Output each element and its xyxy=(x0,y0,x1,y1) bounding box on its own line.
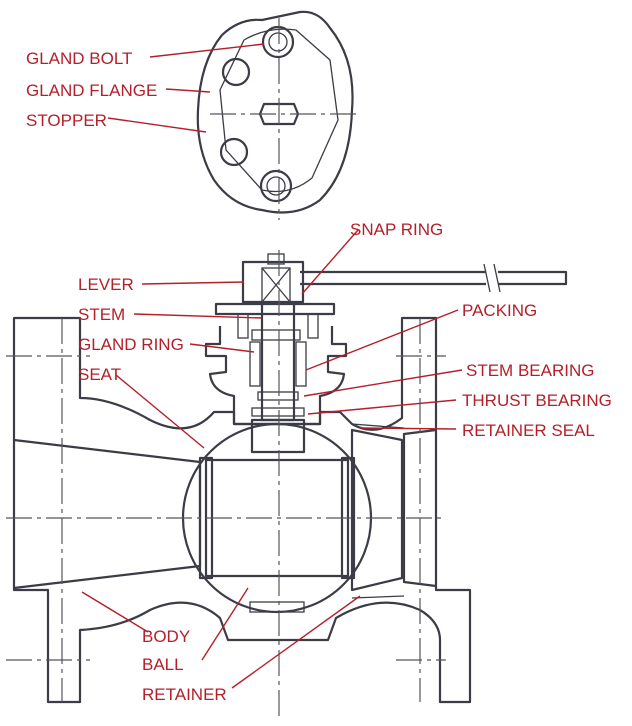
body-left-port xyxy=(13,438,202,590)
snap-ring-part xyxy=(267,253,285,265)
lever-handle xyxy=(300,270,568,286)
stem-square-cross xyxy=(261,267,291,303)
leader-snap-ring xyxy=(301,229,359,295)
leader-lever xyxy=(141,281,245,285)
label-stem: STEM xyxy=(78,305,125,324)
stopper-plate xyxy=(219,28,339,193)
leader-retainer xyxy=(231,595,361,689)
leader-stem xyxy=(133,313,263,319)
seat-left xyxy=(198,456,214,580)
label-retainer-seal: RETAINER SEAL xyxy=(462,421,595,440)
gland-bolt-right xyxy=(307,313,319,339)
label-ball: BALL xyxy=(142,655,184,674)
leader-retainer-seal xyxy=(359,427,457,430)
leader-gland-flange xyxy=(165,88,211,93)
retainer xyxy=(350,428,404,592)
leader-seat xyxy=(115,374,205,449)
leader-lines xyxy=(81,43,463,689)
gland-flange-side xyxy=(214,302,336,316)
stem-square xyxy=(261,267,291,303)
stem-bearing-part xyxy=(257,391,299,401)
label-gland-flange: GLAND FLANGE xyxy=(26,81,157,100)
label-stopper: STOPPER xyxy=(26,111,107,130)
leader-stopper xyxy=(107,117,207,133)
lever-break xyxy=(483,263,501,293)
section-view xyxy=(6,250,568,716)
flange-hole-left xyxy=(221,57,251,87)
label-gland-bolt: GLAND BOLT xyxy=(26,49,132,68)
label-lever: LEVER xyxy=(78,275,134,294)
label-stem-bearing: STEM BEARING xyxy=(466,361,594,380)
label-thrust-bearing: THRUST BEARING xyxy=(462,391,612,410)
seat-right xyxy=(340,456,356,580)
leader-gland-bolt xyxy=(149,43,265,58)
valve-body-outline xyxy=(12,316,472,704)
gland-bolt-top xyxy=(261,25,295,59)
retainer-seal-upper xyxy=(351,423,405,429)
top-view xyxy=(196,10,356,220)
label-seat: SEAT xyxy=(78,365,121,384)
leader-ball xyxy=(201,587,249,661)
gland-bolt-bottom xyxy=(259,169,293,203)
leader-packing xyxy=(305,309,459,371)
label-body: BODY xyxy=(142,627,190,646)
bonnet-neck xyxy=(204,326,348,426)
label-retainer: RETAINER xyxy=(142,685,227,704)
label-gland-ring: GLAND RING xyxy=(78,335,184,354)
gland-bolt-bottom-inner xyxy=(266,176,286,196)
stem xyxy=(260,302,296,422)
body-bottom-boss xyxy=(249,601,305,613)
leader-stem-bearing xyxy=(303,369,463,397)
leader-thrust-bearing xyxy=(307,399,457,415)
packing-right xyxy=(295,341,307,387)
gland-flange-outline xyxy=(196,10,354,214)
packing-left xyxy=(249,341,261,387)
flange-hole-lower-left xyxy=(219,137,249,167)
thrust-bearing-part xyxy=(251,407,305,417)
ball-bore xyxy=(204,458,350,578)
part-labels: GLAND BOLT GLAND FLANGE STOPPER SNAP RIN… xyxy=(26,49,612,704)
gland-bolt-left xyxy=(237,313,249,339)
label-packing: PACKING xyxy=(462,301,537,320)
label-snap-ring: SNAP RING xyxy=(350,220,443,239)
stem-bottom-tang xyxy=(250,418,306,454)
leader-gland-ring xyxy=(189,343,255,353)
gland-ring-part xyxy=(251,329,301,341)
leader-body xyxy=(81,591,149,633)
gland-bolt-top-inner xyxy=(268,32,288,52)
retainer-seal-lower xyxy=(351,595,405,599)
